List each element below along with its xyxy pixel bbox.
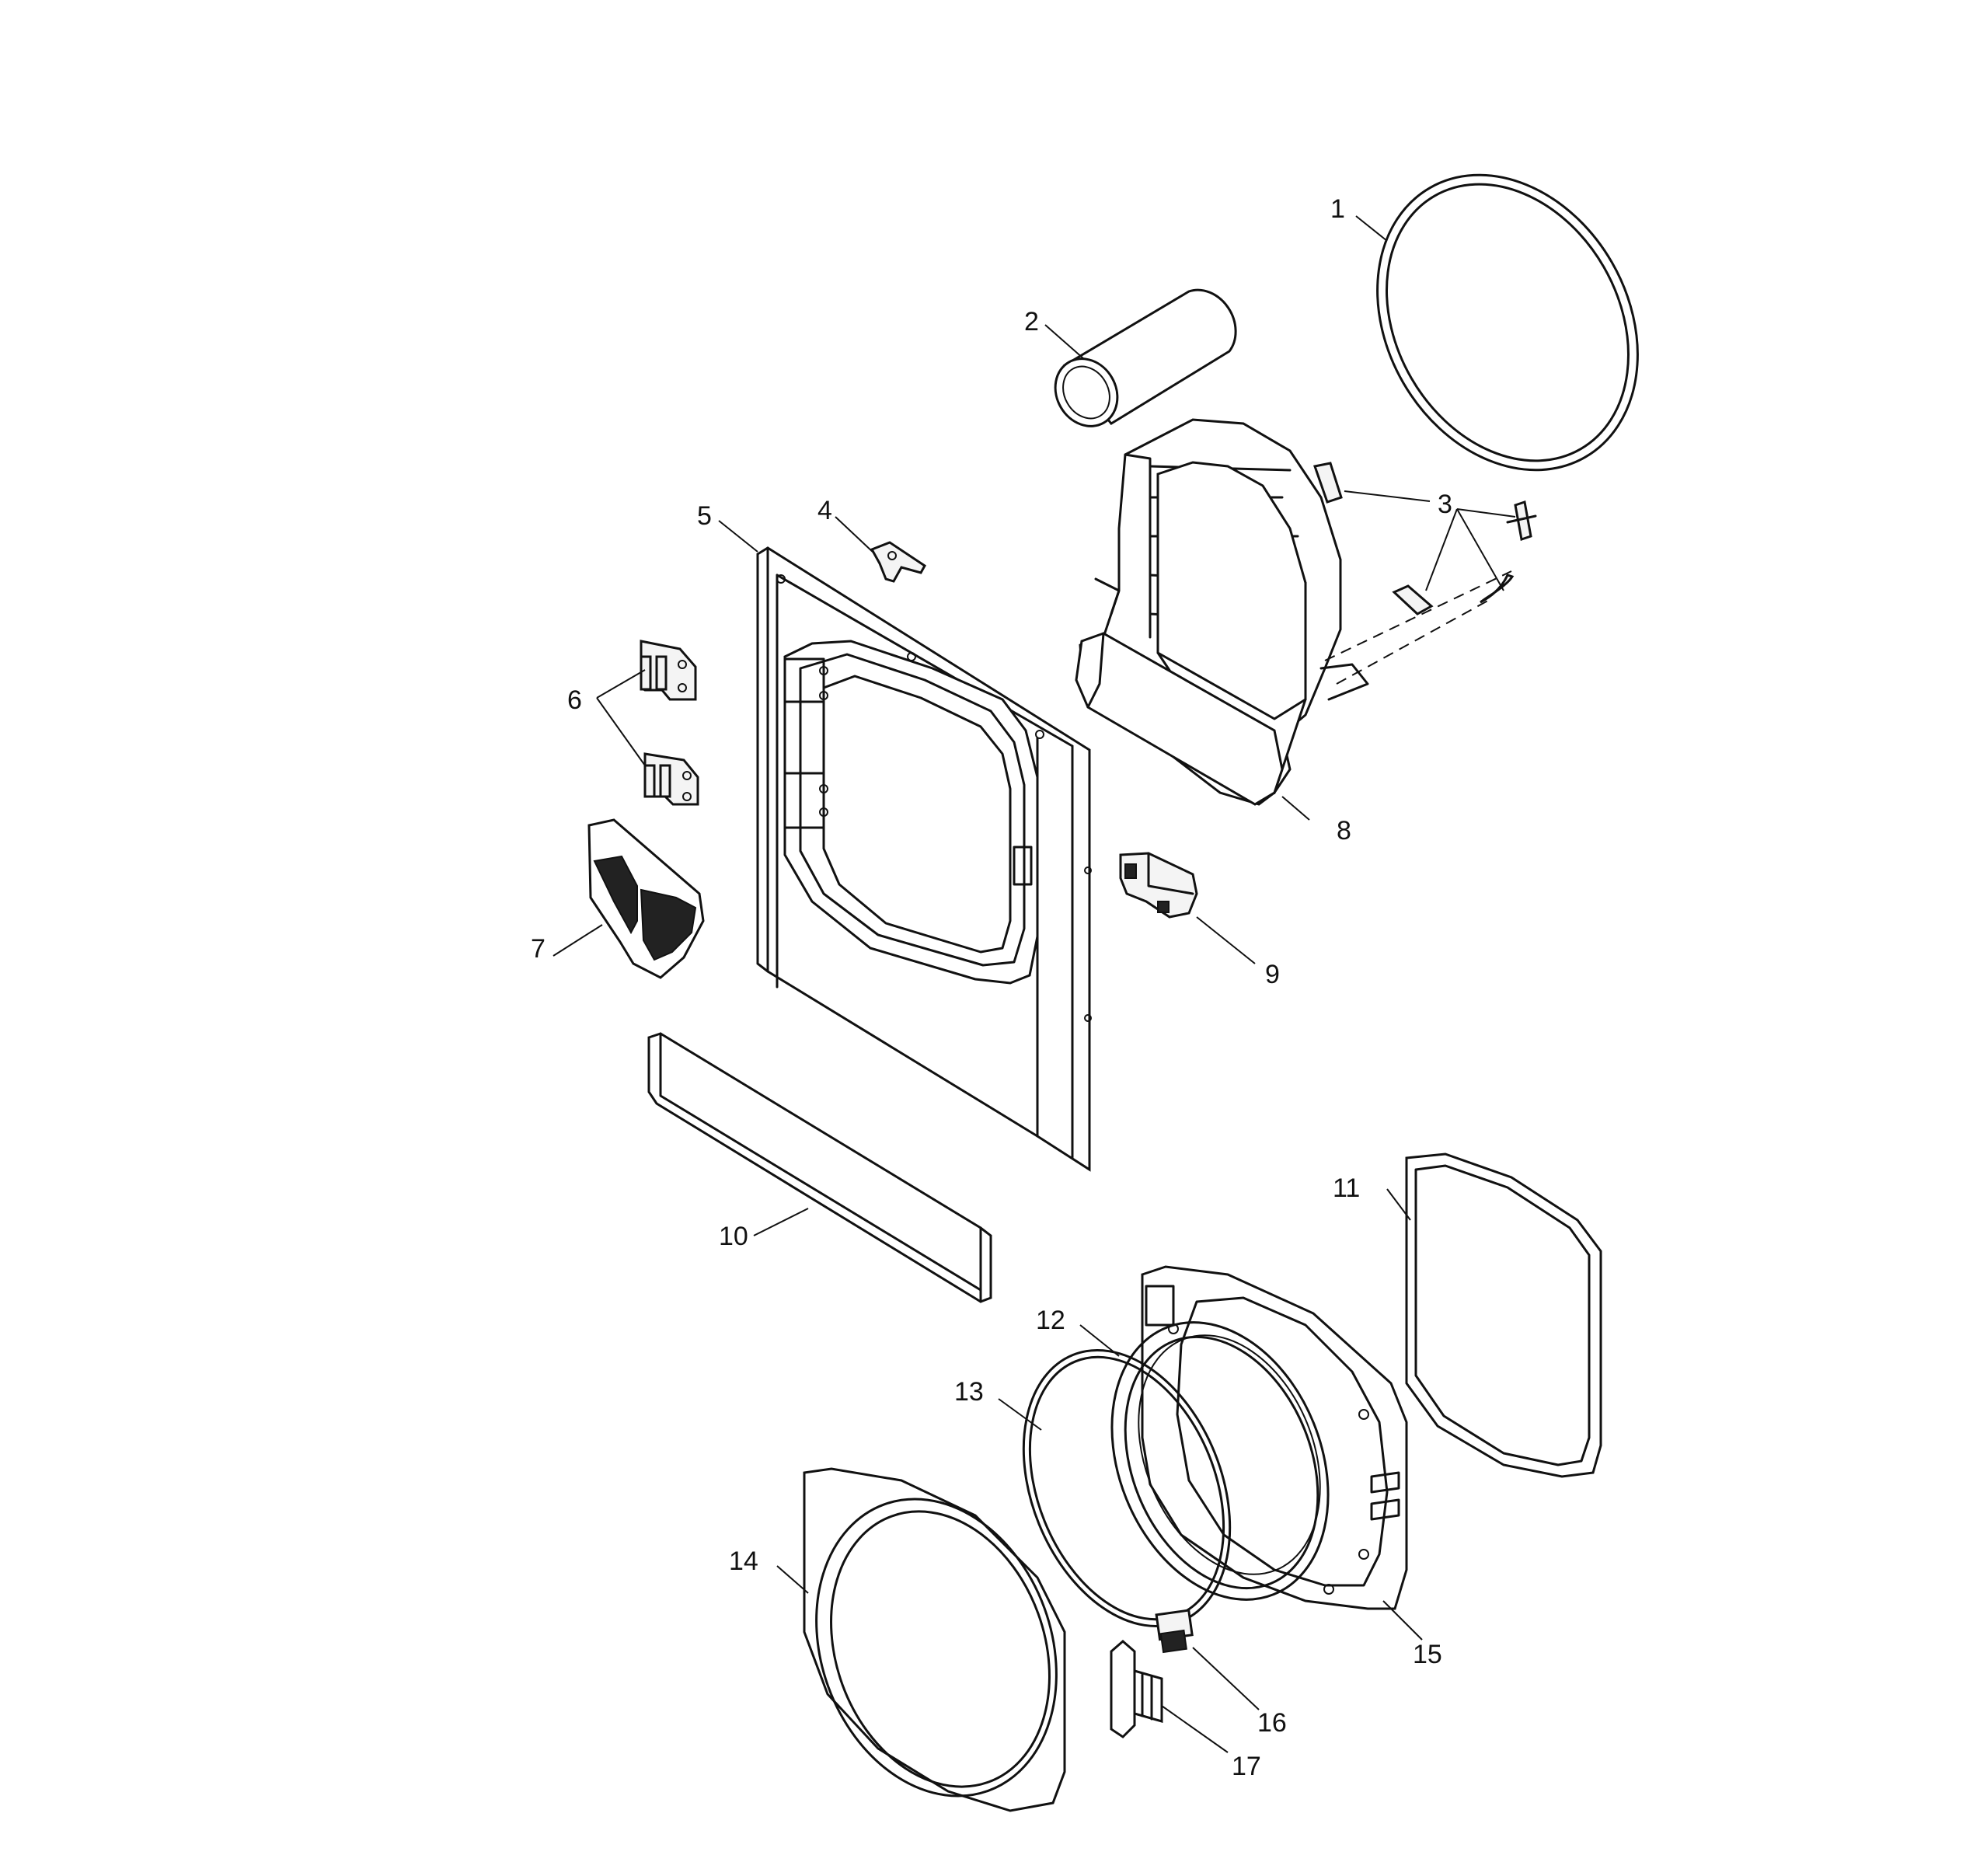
assembly-lines [1324,570,1512,685]
part-10-kick-plate [647,1032,992,1303]
part-3-clips [1313,462,1537,615]
part-8-rear-duct-housing [1075,418,1369,806]
callout-labels: 1 2 3 4 5 6 7 8 9 10 11 12 13 14 15 16 1… [531,194,1452,1781]
callout-17: 17 [1232,1752,1261,1781]
part-4-latch-bracket [870,541,926,583]
callout-9: 9 [1265,960,1280,989]
part-12-inner-ring [1110,1321,1330,1601]
part-7-filter-grille [587,818,705,979]
part-11-door-glass [1405,1152,1602,1478]
callout-1: 1 [1330,194,1345,224]
part-1-drum-ring [1376,173,1639,472]
leader-lines [553,215,1516,1753]
part-2-duct-tube [1054,288,1237,427]
part-15-door-inner-frame [1141,1265,1408,1610]
callout-11: 11 [1333,1173,1360,1203]
callout-10: 10 [719,1222,748,1251]
callout-16: 16 [1257,1708,1287,1738]
callout-6: 6 [567,685,582,715]
callout-7: 7 [531,934,546,964]
callout-14: 14 [729,1546,758,1576]
part-17-door-handle [1110,1640,1163,1738]
part-6-hinges [640,640,699,806]
part-14-outer-door-trim [803,1467,1066,1812]
callout-2: 2 [1024,307,1039,336]
part-5-front-panel [756,546,1092,1172]
part-16-hinge-clip [1155,1609,1194,1654]
callout-5: 5 [697,501,712,531]
callout-3: 3 [1438,490,1452,519]
callout-4: 4 [817,496,832,525]
callout-15: 15 [1413,1640,1442,1669]
callout-13: 13 [954,1377,984,1407]
callout-8: 8 [1337,816,1351,846]
part-9-door-lock-switch [1119,852,1198,919]
callout-12: 12 [1036,1306,1065,1335]
